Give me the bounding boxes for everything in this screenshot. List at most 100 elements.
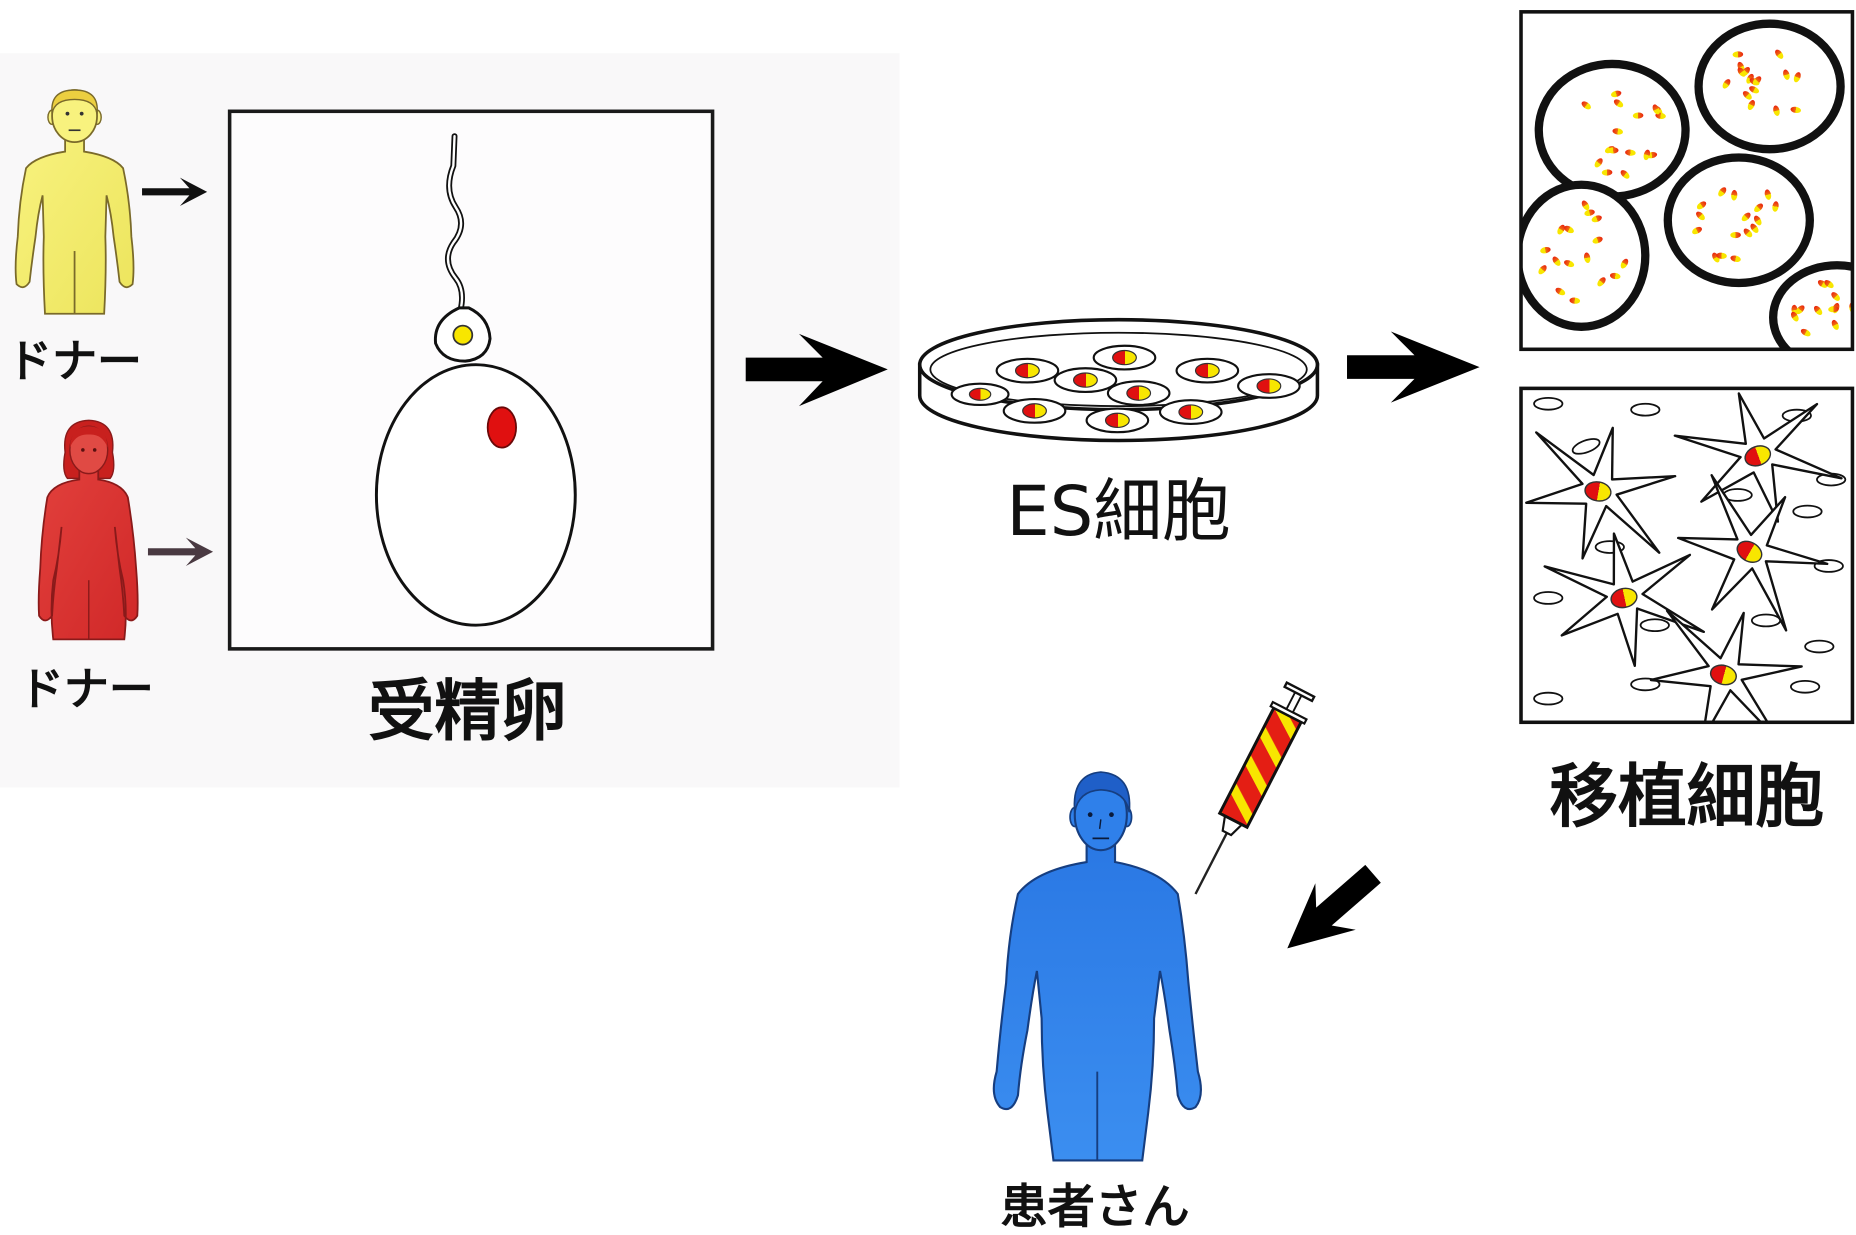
es-cell-nucleus (1022, 403, 1047, 419)
granule (1752, 76, 1762, 86)
es-cell-nucleus (968, 387, 992, 401)
patient-label: 患者さん (1000, 1180, 1189, 1235)
granule (1754, 203, 1764, 213)
granule (1722, 79, 1731, 89)
small-cell (1571, 438, 1601, 455)
patient-body (992, 842, 1202, 1162)
granule (1831, 319, 1839, 330)
arrow-egg-to-es (745, 333, 888, 407)
es-cell-nucleus (1104, 412, 1130, 429)
granule (1828, 306, 1839, 313)
granule (1696, 201, 1707, 210)
male-body (14, 136, 135, 315)
granule (1632, 112, 1644, 119)
granule (1555, 287, 1566, 296)
small-cell (1533, 691, 1564, 706)
granule (1737, 67, 1746, 77)
es-cells-label: ES細胞 (1006, 472, 1230, 552)
granule (1609, 272, 1621, 280)
transplant-cells-label: 移植細胞 (1549, 758, 1824, 838)
neural-cells-panel (1519, 386, 1855, 725)
granule (1538, 265, 1547, 275)
granule (1772, 201, 1779, 212)
egg-nucleus (486, 406, 517, 449)
granule (1581, 200, 1590, 211)
male-hair (51, 89, 98, 114)
granule (1741, 212, 1751, 222)
granule (1813, 305, 1823, 316)
granule (1795, 305, 1805, 315)
granule (1652, 104, 1660, 115)
granule (1584, 252, 1591, 264)
es-cell-nucleus (1112, 349, 1137, 366)
granule (1540, 246, 1551, 254)
granule (1718, 187, 1727, 197)
granule (1552, 256, 1561, 266)
granule (1601, 169, 1613, 176)
female-donor-label: ドナー (19, 663, 154, 716)
sperm-tail (446, 134, 464, 312)
granule (1731, 189, 1738, 201)
granule (1732, 51, 1744, 58)
granule (1564, 260, 1575, 268)
small-cell (1790, 679, 1821, 694)
granule (1775, 49, 1784, 59)
granule (1557, 224, 1565, 235)
tissue-cell (1769, 261, 1853, 350)
granule (1773, 105, 1780, 116)
es-cell-nucleus (1073, 372, 1098, 388)
granule (1783, 69, 1790, 80)
female-donor-arrow (147, 537, 214, 566)
granule (1610, 90, 1622, 98)
granule (1764, 189, 1772, 200)
granule (1831, 292, 1840, 301)
fertilized-egg-panel (227, 109, 715, 651)
granule (1749, 86, 1760, 94)
granule (1607, 147, 1619, 154)
granule (1625, 149, 1636, 156)
granule (1612, 128, 1624, 135)
granule (1569, 297, 1581, 304)
female-fringe (69, 426, 108, 448)
es-cell-nucleus (1126, 385, 1152, 401)
syringe-barrel (1217, 705, 1304, 830)
arrow-es-to-transplant (1347, 331, 1480, 403)
granule (1564, 225, 1574, 234)
small-cell (1630, 402, 1661, 417)
granule (1730, 231, 1741, 239)
granule (1716, 252, 1727, 259)
small-cell (1533, 396, 1564, 411)
female-body (37, 468, 139, 641)
es-cell-nucleus (1194, 362, 1220, 379)
granule (1597, 277, 1606, 287)
es-cell-nucleus (1256, 378, 1282, 394)
granule (1620, 170, 1630, 179)
male-left-eye (65, 111, 70, 116)
granule (1584, 209, 1595, 217)
tissue-clip-group (1521, 19, 1853, 350)
patient-figure-icon (992, 771, 1202, 1162)
granule (1753, 215, 1762, 226)
syringe-plunger-cap (1283, 681, 1316, 703)
granule (1613, 99, 1624, 108)
granule (1747, 100, 1755, 111)
es-cell-nucleus (1178, 404, 1204, 420)
sperm-nucleus (452, 324, 474, 346)
granule (1743, 228, 1753, 238)
granule (1742, 91, 1752, 100)
tissue-cell (1534, 59, 1690, 201)
petri-dish-icon (917, 317, 1320, 443)
arrow-to-patient (1287, 864, 1381, 949)
granule (1793, 72, 1801, 83)
patient-hair (1073, 771, 1131, 813)
patient-right-eye (1109, 812, 1114, 818)
tissue-panel-frame (1519, 10, 1855, 352)
female-right-eye (92, 448, 97, 452)
patient-left-eye (1087, 812, 1093, 818)
granule (1692, 226, 1702, 235)
granule (1790, 311, 1799, 322)
granule (1620, 258, 1629, 269)
small-cell (1804, 639, 1835, 654)
dish-inner-rim (929, 331, 1308, 408)
